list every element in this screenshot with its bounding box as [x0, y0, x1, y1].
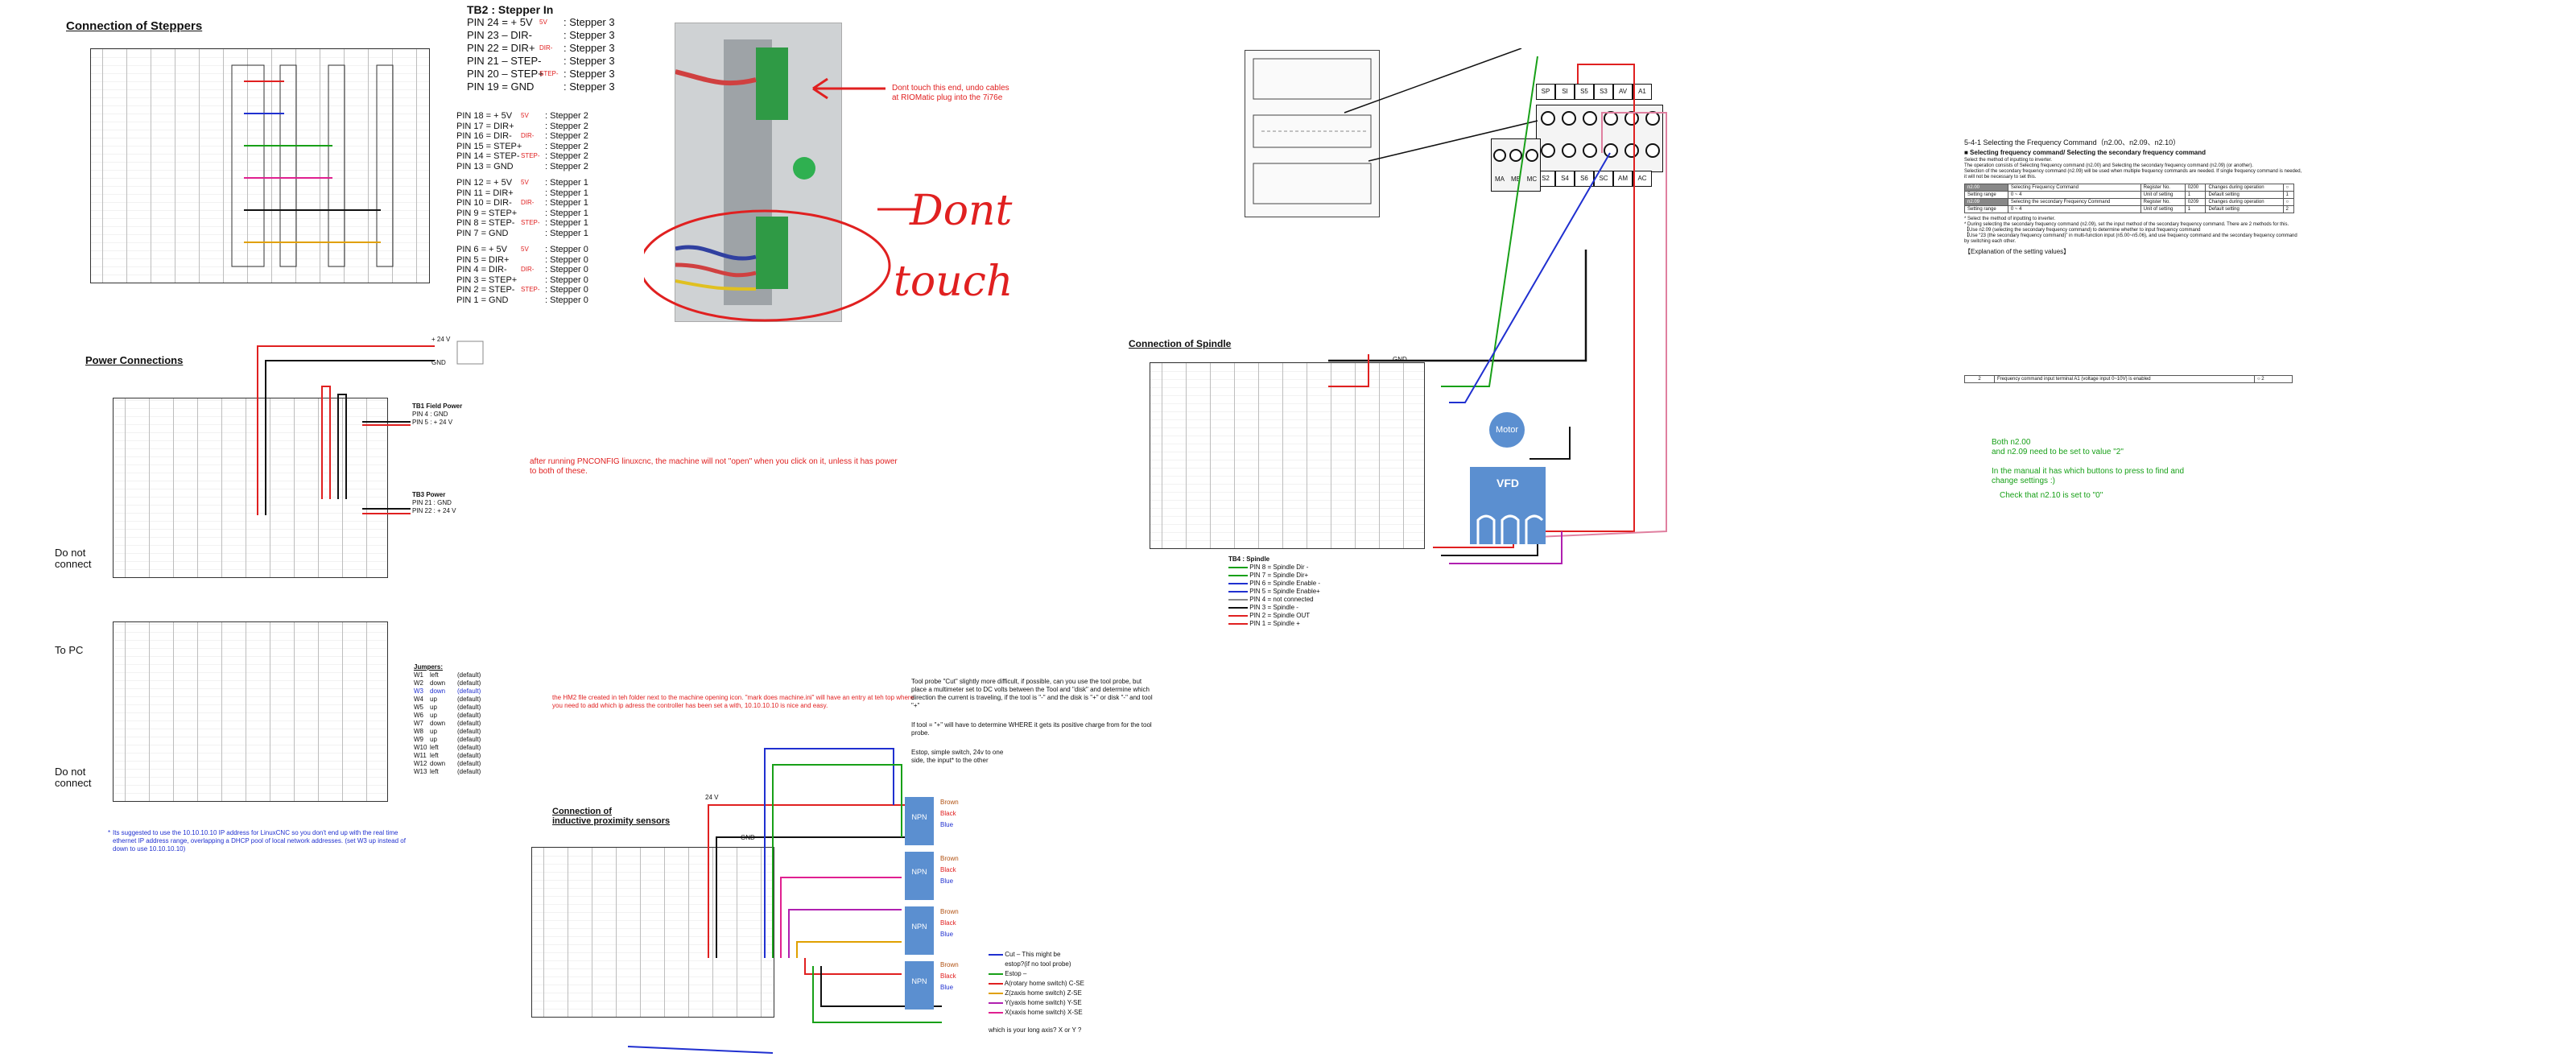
sensor-board-diagram	[531, 847, 774, 1018]
vfd-terminals-bottom: S2 S4 S6 SC AM AC	[1536, 171, 1652, 187]
vfd-terminal-block	[1536, 105, 1663, 172]
tb2-row: PIN 21 – STEP-: Stepper 3	[467, 55, 615, 67]
tool-probe-note: Tool probe "Cut" slightly more difficult…	[911, 678, 1153, 764]
npn-sensor-2: NPN	[905, 852, 934, 900]
vfd-relay-block: MA MB MC	[1491, 138, 1541, 192]
sensor-legend: Cut – This might be estop?(if no tool pr…	[989, 950, 1101, 1035]
long-axis-note: which is your long axis? X or Y ?	[989, 1026, 1082, 1034]
spindle-title: Connection of Spindle	[1129, 338, 1232, 349]
power-board-diagram	[113, 398, 388, 578]
npn-sensor-3: NPN	[905, 906, 934, 955]
tb3-power: TB3 Power PIN 21 : GND PIN 22 : + 24 V	[412, 491, 456, 514]
tb2-row: PIN 19 = GND: Stepper 3	[467, 81, 615, 93]
green-settings-note: Both n2.00 and n2.09 need to be set to v…	[1992, 438, 2185, 500]
legend-item-cut: Cut – This might be	[989, 950, 1101, 960]
vfd-front-diagram	[1245, 50, 1380, 217]
tb2-title: TB2 : Stepper In	[467, 3, 554, 16]
power-title: Power Connections	[85, 354, 184, 366]
power-wiring	[257, 341, 484, 515]
sensors-title: Connection of inductive proximity sensor…	[552, 807, 671, 826]
tb4-spindle-legend: TB4 : Spindle PIN 8 = Spindle Dir - PIN …	[1228, 555, 1321, 627]
green-terminal-top	[756, 47, 788, 120]
power-24v-label: + 24 V	[431, 336, 451, 343]
power-note: after running PNCONFIG linuxcnc, the mac…	[530, 457, 898, 476]
spindle-gnd-label: GND	[1393, 356, 1407, 363]
sensor-24v-label: 24 V	[705, 794, 719, 801]
spindle-board-diagram	[1150, 362, 1425, 549]
stepper-board-diagram	[90, 48, 430, 283]
legend-item-z: Z(zaxis home switch) Z-SE	[989, 989, 1101, 998]
board-photo	[675, 23, 842, 322]
npn-sensor-1: NPN	[905, 797, 934, 845]
vfd-box: VFD	[1470, 467, 1546, 544]
to-pc-label: To PC	[55, 644, 84, 656]
dont-touch-text-1: Dont	[910, 187, 1013, 235]
do-not-connect-label-2: Do not connect	[55, 766, 92, 789]
motor-icon: Motor	[1489, 412, 1525, 448]
photo-annotations	[644, 77, 918, 322]
freq-manual-excerpt: 5-4-1 Selecting the Frequency Command（n2…	[1964, 138, 2302, 255]
tb2-row: PIN 20 – STEP+STEP-: Stepper 3	[467, 68, 615, 80]
legend-item-estop: Estop –	[989, 969, 1101, 979]
legend-item-a: A(rotary home switch) C-SE	[989, 979, 1101, 989]
legend-item-x: X(xaxis home switch) X-SE	[989, 1008, 1101, 1018]
legend-item-cut-2: estop?(if no tool probe)	[1005, 960, 1071, 968]
legend-item-y: Y(yaxis home switch) Y-SE	[989, 998, 1101, 1008]
photo-note: Dont touch this end, undo cables at RIOM…	[892, 84, 1009, 102]
green-terminal-bottom	[756, 217, 788, 289]
tb2-row: PIN 22 = DIR+DIR-: Stepper 3	[467, 42, 615, 54]
tb2-row: PIN 23 – DIR-: Stepper 3	[467, 29, 615, 41]
hm2-note: the HM2 file created in teh folder next …	[552, 694, 914, 709]
npn-sensor-4: NPN	[905, 961, 934, 1010]
do-not-connect-label-1: Do not connect	[55, 547, 92, 570]
tb1-field-power: TB1 Field Power PIN 4 : GND PIN 5 : + 24…	[412, 403, 463, 426]
sensor-gnd-label: GND	[741, 834, 755, 841]
ip-note: *Its suggested to use the 10.10.10.10 IP…	[108, 829, 406, 853]
power-gnd-label: GND	[431, 359, 446, 366]
jumper-board-diagram	[113, 621, 388, 802]
spindle-wiring	[1328, 48, 1667, 564]
dont-touch-text-2: touch	[894, 258, 1013, 306]
sensor-wiring	[628, 748, 942, 1054]
vfd-terminals-top: SP SI S5 S3 AV A1	[1536, 84, 1652, 100]
steppers-title: Connection of Steppers	[66, 19, 203, 33]
